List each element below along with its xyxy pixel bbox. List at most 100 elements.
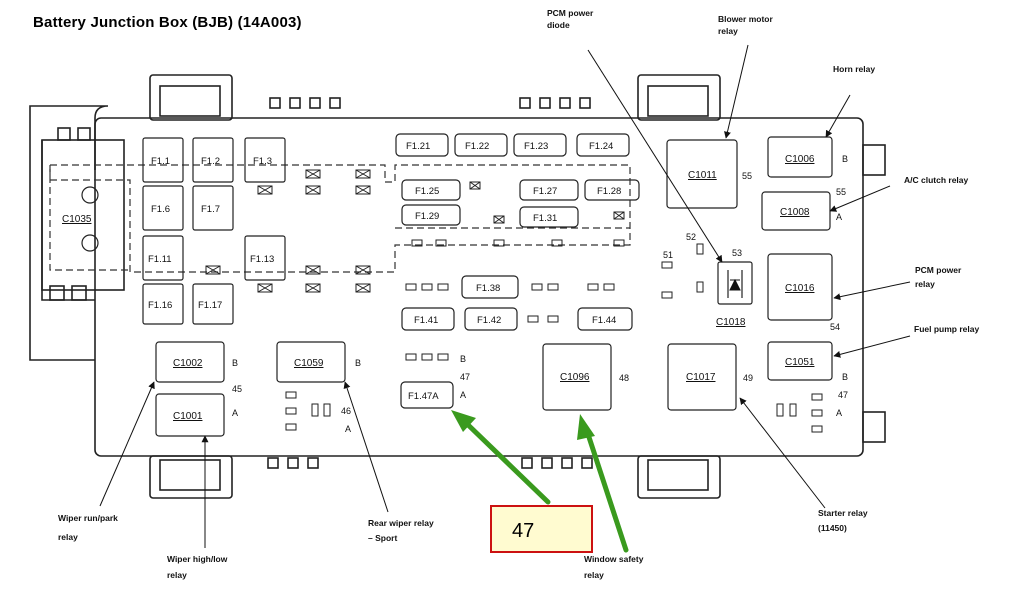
connector-c1011: C1011 (688, 170, 717, 181)
connector-c1008: C1008 (780, 207, 810, 218)
leader-lines (99, 44, 911, 548)
marker-49: 49 (743, 373, 753, 383)
fuse-f1-21: F1.21 (406, 141, 430, 152)
fuse-f1-42: F1.42 (477, 315, 501, 326)
label-wiper-runpark: Wiper run/park (58, 513, 118, 523)
green-arrowhead (577, 414, 595, 440)
connector-c1059: C1059 (294, 358, 324, 369)
marker-a: A (836, 212, 842, 222)
notch (579, 97, 591, 109)
connector-c1001: C1001 (173, 411, 203, 422)
fuse-f1-6: F1.6 (151, 204, 170, 215)
right-tab-bottom (862, 411, 886, 443)
notch (77, 127, 91, 141)
relay-box-c1017 (667, 343, 737, 411)
marker-b: B (460, 354, 466, 364)
label-horn: Horn relay (833, 64, 875, 74)
relay-box-c1051 (767, 341, 833, 381)
connector-c1016: C1016 (785, 283, 815, 294)
marker-b: B (232, 358, 238, 368)
label-pcm-power-2: relay (915, 279, 935, 289)
top-clip-right-inner (647, 85, 709, 117)
relay-box-c1011 (666, 139, 738, 209)
spade-terminals (285, 239, 823, 433)
notch (49, 285, 65, 301)
green-arrowhead (451, 410, 476, 432)
terminals-x (205, 169, 625, 293)
fuse-f1-1: F1.1 (151, 156, 170, 167)
label-pcm-power: PCM power (915, 265, 962, 275)
label-rear-wiper: Rear wiper relay (368, 518, 434, 528)
diode-pins (727, 270, 743, 298)
marker-a: A (836, 408, 842, 418)
connector-c1006: C1006 (785, 154, 815, 165)
bottom-clip-right (637, 455, 721, 499)
label-pcm-diode-2: diode (547, 20, 570, 30)
dashed-regions (49, 164, 631, 273)
relay-box-c1002 (155, 341, 225, 383)
label-starter: Starter relay (818, 508, 868, 518)
notch (57, 127, 71, 141)
fuse-f1-29: F1.29 (415, 211, 439, 222)
fuse-f1-25: F1.25 (415, 186, 439, 197)
fuse-f1-27: F1.27 (533, 186, 557, 197)
fuse-f1-11: F1.11 (148, 254, 172, 265)
connector-c1035: C1035 (62, 214, 92, 225)
marker-45: 45 (232, 384, 242, 394)
diode-box-c1018 (717, 261, 753, 305)
label-ac-clutch: A/C clutch relay (904, 175, 969, 185)
label-fuel-pump: Fuel pump relay (914, 324, 979, 334)
marker-54: 54 (830, 322, 840, 332)
notch (329, 97, 341, 109)
marker-47: 47 (460, 372, 470, 382)
relay-boxes (155, 136, 833, 437)
right-tab-top (862, 144, 886, 176)
fuse-f1-22: F1.22 (465, 141, 489, 152)
housing (29, 74, 886, 499)
marker-55: 55 (742, 171, 752, 181)
marker-51: 51 (663, 250, 673, 260)
marker-b: B (842, 154, 848, 164)
bottom-clip-left (149, 455, 233, 499)
dashed-zone-main (49, 164, 631, 273)
relay-box-c1016 (767, 253, 833, 321)
green-arrows (451, 410, 629, 553)
marker-a: A (345, 424, 351, 434)
label-wiper-highlow-2: relay (167, 570, 187, 580)
label-window-safety-2: relay (584, 570, 604, 580)
marker-b: B (355, 358, 361, 368)
dashed-zone-left (49, 165, 130, 271)
label-starter-2: (11450) (818, 523, 847, 533)
notch (71, 285, 87, 301)
fuse-block-center (395, 133, 640, 409)
housing-body (94, 117, 864, 457)
notch (287, 457, 299, 469)
notch (521, 457, 533, 469)
label-blower: Blower motor (718, 14, 773, 24)
fuse-f1-28: F1.28 (597, 186, 621, 197)
notch (289, 97, 301, 109)
c1035-pin (81, 186, 99, 204)
bottom-clip-right-inner (647, 459, 709, 491)
fuse-f1-44: F1.44 (592, 315, 616, 326)
callout-box (490, 505, 593, 553)
notch (541, 457, 553, 469)
top-clip-left-inner (159, 85, 221, 117)
fuse-f1-3: F1.3 (253, 156, 272, 167)
notch (519, 97, 531, 109)
green-arrow-to-c1096 (583, 425, 629, 553)
bottom-clip-left-inner (159, 459, 221, 491)
marker-47: 47 (838, 390, 848, 400)
marker-a: A (460, 390, 466, 400)
marker-46: 46 (341, 406, 351, 416)
label-window-safety: Window safety (584, 554, 644, 564)
connector-c1002: C1002 (173, 358, 203, 369)
notch (307, 457, 319, 469)
fuse-f1-16: F1.16 (148, 300, 172, 311)
top-clip-left (149, 74, 233, 121)
marker-a: A (232, 408, 238, 418)
relay-box-c1006 (767, 136, 833, 178)
label-wiper-runpark-2: relay (58, 532, 78, 542)
green-arrow-to-f147a (460, 417, 551, 505)
